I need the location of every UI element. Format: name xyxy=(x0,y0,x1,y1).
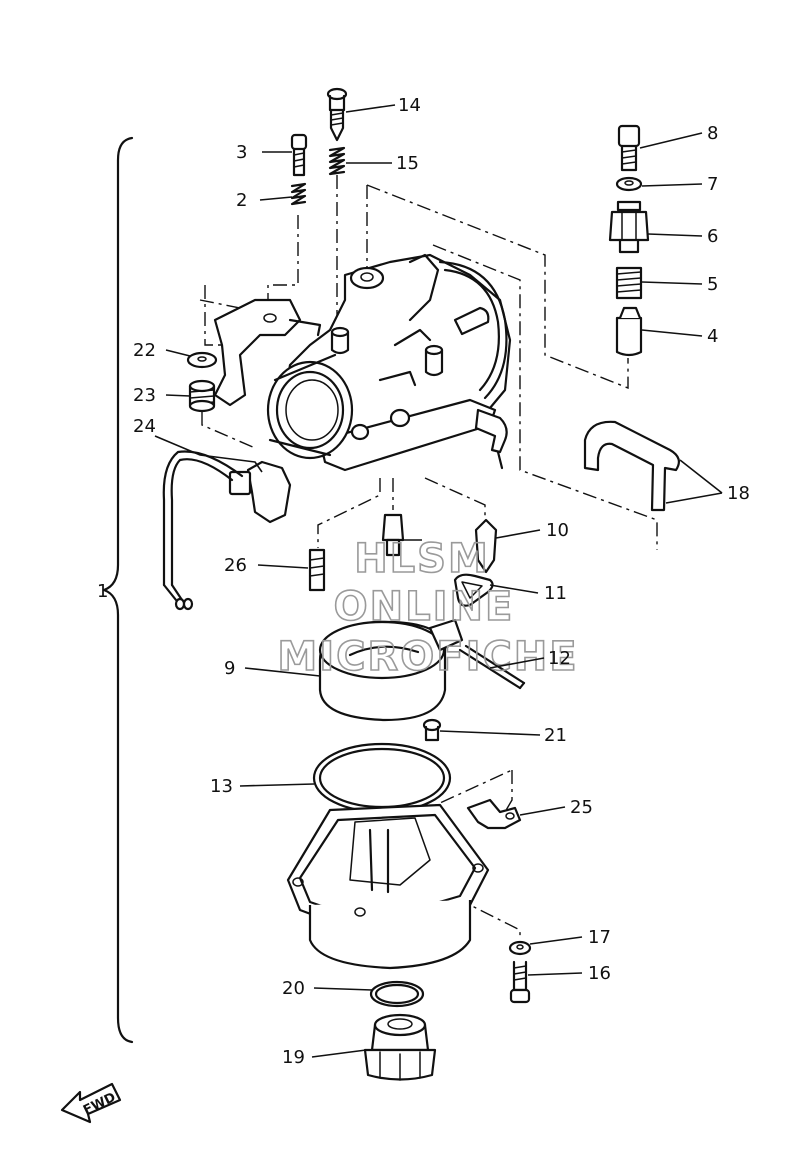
callout-20: 20 xyxy=(282,978,305,999)
part-6-nozzle xyxy=(608,200,650,254)
part-8-bolt xyxy=(617,124,641,172)
callout-24: 24 xyxy=(133,416,156,437)
callout-10: 10 xyxy=(546,520,569,541)
callout-17: 17 xyxy=(588,927,611,948)
part-17-washer xyxy=(508,940,532,956)
callout-8: 8 xyxy=(707,123,718,144)
callout-26: 26 xyxy=(224,555,247,576)
part-23-spring xyxy=(188,379,216,413)
part-18-hose xyxy=(583,420,681,512)
alignment-lines xyxy=(199,175,658,940)
part-14-pilot-screw xyxy=(326,87,348,142)
part-9-float xyxy=(318,618,464,722)
float-bowl xyxy=(286,803,490,970)
callout-9: 9 xyxy=(224,658,235,679)
watermark-line-2: ONLINE xyxy=(334,584,515,630)
callout-11: 11 xyxy=(544,583,567,604)
watermark: HLSM ONLINE MICROFICHE xyxy=(277,535,578,681)
part-20-o-ring xyxy=(369,980,425,1008)
assembly-bracket xyxy=(102,136,134,1044)
callout-5: 5 xyxy=(707,274,718,295)
callout-3: 3 xyxy=(236,142,247,163)
callout-14: 14 xyxy=(398,95,421,116)
part-3-screw xyxy=(290,133,308,177)
part-2-spring xyxy=(290,182,307,206)
callout-2: 2 xyxy=(236,190,247,211)
watermark-line-1: HLSM xyxy=(354,536,490,582)
callout-21: 21 xyxy=(544,725,567,746)
callout-18: 18 xyxy=(727,483,750,504)
callout-labels: 1 2 3 4 5 6 7 8 9 10 11 12 13 14 15 16 1… xyxy=(97,95,750,1068)
part-21-screw xyxy=(422,718,442,742)
part-26-pilot-jet xyxy=(308,548,326,592)
callout-12: 12 xyxy=(548,648,571,669)
leader-lines xyxy=(154,104,723,1058)
part-11-clip xyxy=(453,573,494,607)
part-24-sensor-wire xyxy=(162,450,292,611)
carburetor-body xyxy=(266,253,512,472)
part-7-washer xyxy=(615,176,643,192)
part-13-gasket xyxy=(312,742,452,814)
callout-4: 4 xyxy=(707,326,718,347)
callout-25: 25 xyxy=(570,797,593,818)
part-15-spring xyxy=(328,146,346,176)
part-5-spring xyxy=(615,266,643,300)
callout-16: 16 xyxy=(588,963,611,984)
part-10-needle-valve xyxy=(474,518,498,574)
part-22-washer xyxy=(186,351,218,369)
callout-19: 19 xyxy=(282,1047,305,1068)
callout-22: 22 xyxy=(133,340,156,361)
part-27-main-jet xyxy=(381,513,405,557)
callout-15: 15 xyxy=(396,153,419,174)
callout-13: 13 xyxy=(210,776,233,797)
part-25-plate xyxy=(466,798,522,830)
callout-23: 23 xyxy=(133,385,156,406)
part-12-float-pin xyxy=(458,644,526,690)
watermark-line-3: MICROFICHE xyxy=(277,634,578,680)
callout-1: 1 xyxy=(97,581,108,602)
part-16-screw xyxy=(509,960,531,1004)
callout-7: 7 xyxy=(707,174,718,195)
part-19-drain-plug xyxy=(363,1013,437,1081)
fwd-arrow-icon: FWD xyxy=(60,1082,122,1124)
choke-bracket xyxy=(213,298,322,407)
part-4-plunger xyxy=(615,306,643,357)
callout-6: 6 xyxy=(707,226,718,247)
